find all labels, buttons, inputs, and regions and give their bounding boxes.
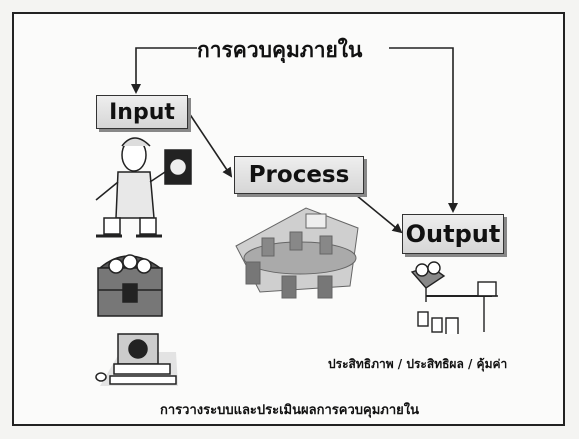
result-label: ประสิทธิภาพ / ประสิทธิผล / คุ้มค่า bbox=[328, 357, 508, 371]
arrow-input-to-process bbox=[188, 112, 233, 178]
arrow-to-output bbox=[389, 47, 458, 213]
loop-arrows bbox=[131, 47, 458, 234]
treasure-chest-illustration bbox=[97, 254, 163, 317]
meeting-room-illustration bbox=[235, 207, 359, 299]
process-box: Process bbox=[234, 156, 364, 194]
output-illustration bbox=[410, 261, 498, 334]
output-box: Output bbox=[402, 214, 504, 254]
input-box: Input bbox=[96, 95, 188, 129]
computer-illustration bbox=[95, 333, 178, 386]
arrow-to-input bbox=[131, 47, 197, 94]
presenter-illustration bbox=[95, 137, 192, 238]
arrow-process-to-output bbox=[355, 194, 403, 234]
internal-control-label: การควบคุมภายใน bbox=[197, 38, 363, 62]
bottom-caption: การวางระบบและประเมินผลการควบคุมภายใน bbox=[160, 403, 419, 418]
